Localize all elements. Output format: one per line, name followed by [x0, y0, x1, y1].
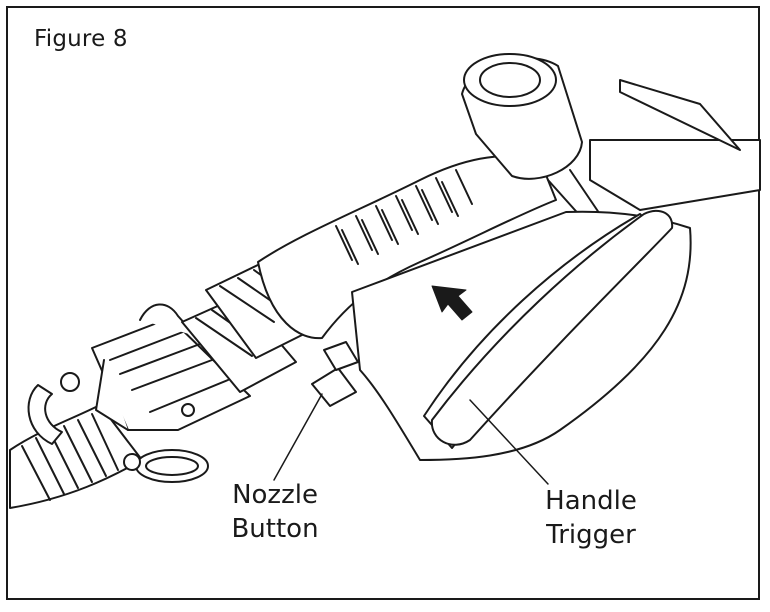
nozzle-body — [257, 155, 557, 340]
callout-nozzle-button: Nozzle Button — [205, 478, 345, 546]
handle-trigger[interactable] — [430, 209, 674, 446]
figure-title: Figure 8 — [34, 26, 128, 52]
hose-clamp — [27, 384, 63, 445]
callout-trigger-line1: Handle — [545, 486, 637, 516]
swivel-nut — [181, 261, 313, 393]
callout-handle-trigger: Handle Trigger — [516, 484, 666, 552]
nozzle-leader-line — [273, 393, 323, 481]
arrow-icon — [431, 285, 473, 321]
clamp-lug — [60, 372, 80, 392]
swivel-head — [461, 53, 613, 239]
callout-trigger-line2: Trigger — [546, 520, 636, 550]
nozzle-button[interactable] — [311, 341, 359, 407]
trigger-leader-line — [469, 399, 549, 485]
camlock-coupler — [91, 303, 251, 431]
callout-nozzle-line1: Nozzle — [232, 480, 318, 510]
spout — [589, 139, 761, 211]
callout-nozzle-line2: Button — [231, 514, 319, 544]
